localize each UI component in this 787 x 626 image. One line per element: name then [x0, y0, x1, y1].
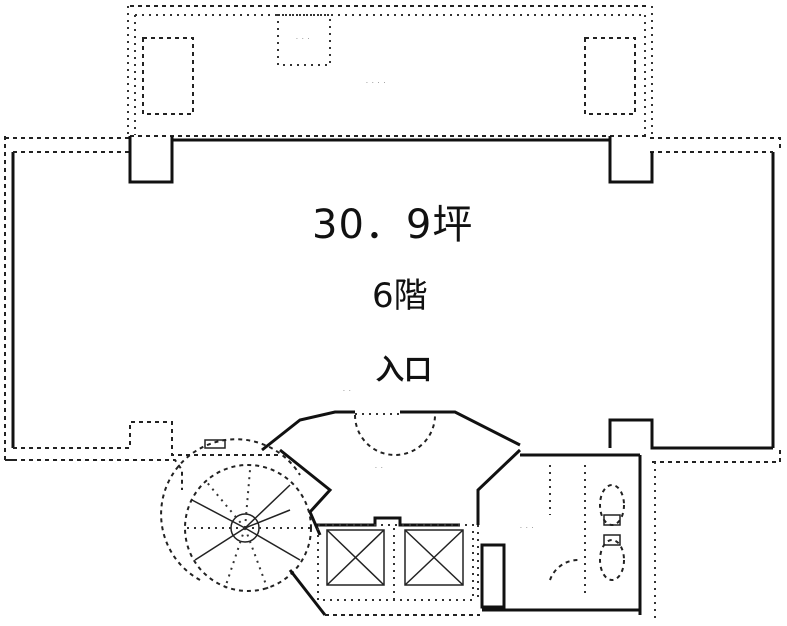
elevators	[317, 524, 474, 601]
floor-label: 6階	[372, 276, 428, 316]
area-label: 30．9坪	[312, 202, 474, 248]
entrance-label: 入口	[376, 353, 433, 386]
minor-mark: · ·	[343, 388, 352, 395]
minor-mark: · · ·	[296, 36, 311, 43]
minor-mark: · · ·	[520, 525, 535, 532]
restroom	[480, 453, 656, 620]
minor-mark: · · · ·	[366, 80, 387, 87]
spiral-staircase	[160, 438, 480, 616]
balcony-top	[127, 5, 653, 137]
minor-mark: · ·	[375, 465, 384, 472]
main-room-walls	[4, 136, 781, 490]
